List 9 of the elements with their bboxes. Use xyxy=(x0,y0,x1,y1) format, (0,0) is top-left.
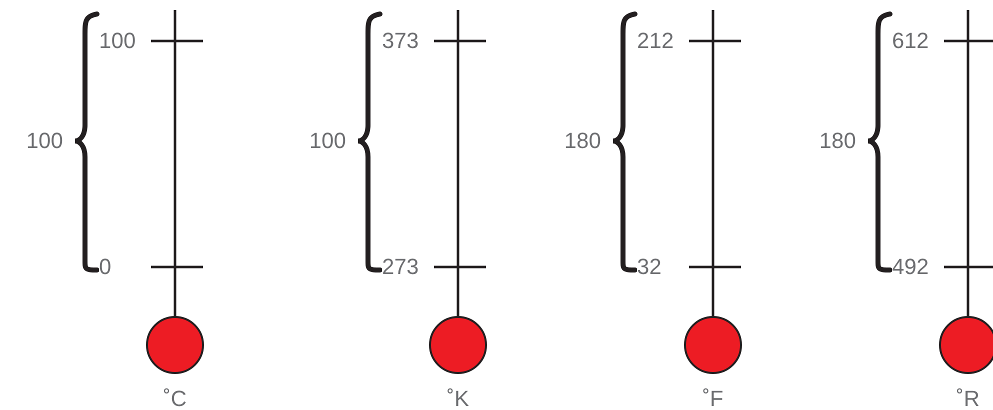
unit-label: ˚C xyxy=(162,388,188,410)
range-label: 180 xyxy=(563,130,601,152)
unit-label: ˚R xyxy=(955,388,981,410)
unit-label: ˚F xyxy=(702,388,724,410)
thermometer-bulb xyxy=(939,316,993,374)
range-label: 180 xyxy=(818,130,856,152)
range-label: 100 xyxy=(25,130,63,152)
unit-label: ˚K xyxy=(446,388,470,410)
range-label: 100 xyxy=(308,130,346,152)
